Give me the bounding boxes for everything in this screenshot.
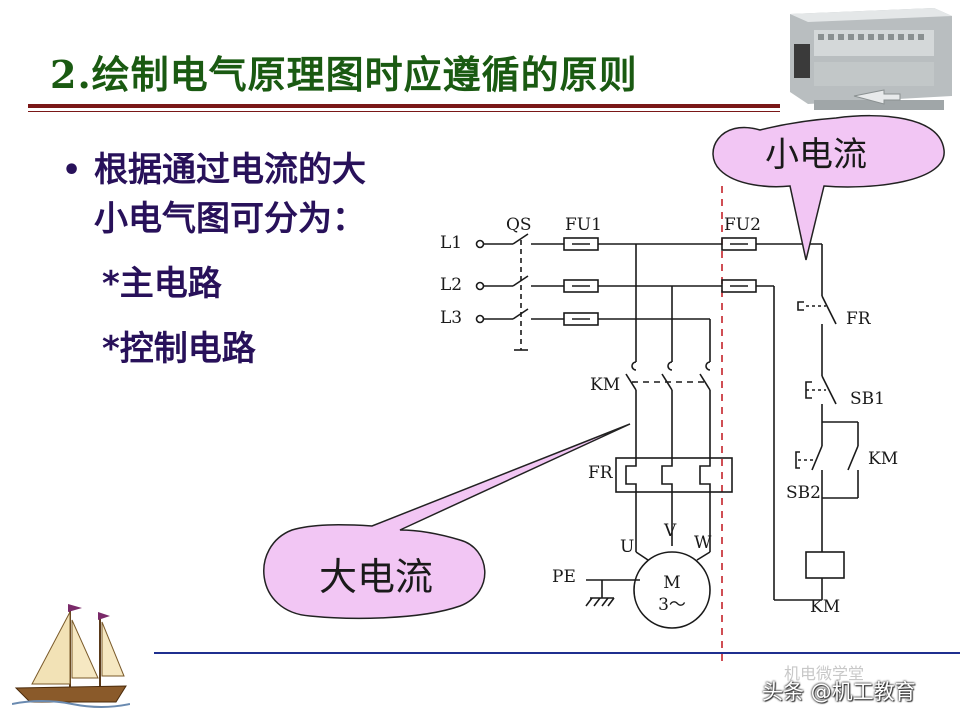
sub-item-main-circuit: *主电路 [102, 264, 222, 304]
bullet-text-line1: 根据通过电流的大 [94, 150, 366, 190]
label-w: W [694, 533, 712, 553]
label-l2: L2 [440, 275, 462, 295]
label-pe: PE [552, 567, 576, 587]
thermal-relay-fr [615, 457, 733, 493]
label-sb1: SB1 [850, 389, 885, 409]
watermark-faint: 机电微学堂 [784, 664, 865, 683]
terminal-l3 [475, 314, 485, 324]
motor-symbol [633, 551, 711, 629]
label-sb2: SB2 [786, 483, 821, 503]
title-underline-thick [28, 104, 780, 108]
slide-title: 2.绘制电气原理图时应遵循的原则 [50, 52, 638, 97]
terminal-l1 [475, 239, 485, 249]
callout-large-current-text: 大电流 [319, 555, 433, 599]
label-motor-phase: 3～ [658, 595, 686, 615]
label-km-coil: KM [810, 597, 840, 617]
label-l1: L1 [440, 233, 462, 253]
label-l3: L3 [440, 308, 462, 328]
callout-large-current [263, 423, 631, 620]
label-km-main: KM [590, 375, 620, 395]
label-fu2: FU2 [724, 215, 761, 235]
label-fr-main: FR [588, 463, 614, 483]
watermark-text: 头条 @机工教育 [762, 680, 916, 704]
label-fu1: FU1 [565, 215, 602, 235]
plc-device-image [790, 8, 952, 110]
label-km-aux: KM [868, 449, 898, 469]
label-u: U [620, 537, 634, 557]
terminal-l2 [475, 281, 485, 291]
label-v: V [663, 521, 677, 541]
sub-item-control-circuit: *控制电路 [102, 329, 256, 369]
title-underline-thin [28, 111, 780, 112]
bullet-dot: • [62, 153, 82, 188]
footer-divider [154, 652, 960, 654]
label-motor-m: M [663, 573, 680, 593]
label-fr-ctrl: FR [846, 309, 872, 329]
bullet-text-line2: 小电气图可分为： [94, 199, 366, 239]
sailboat-icon [12, 604, 130, 708]
callout-small-current [712, 114, 945, 261]
contactor-coil-km [805, 551, 845, 579]
bullet-list: • 根据通过电流的大 小电气图可分为： *主电路 *控制电路 [62, 146, 462, 374]
label-qs: QS [506, 215, 532, 235]
callout-small-current-text: 小电流 [765, 135, 867, 175]
